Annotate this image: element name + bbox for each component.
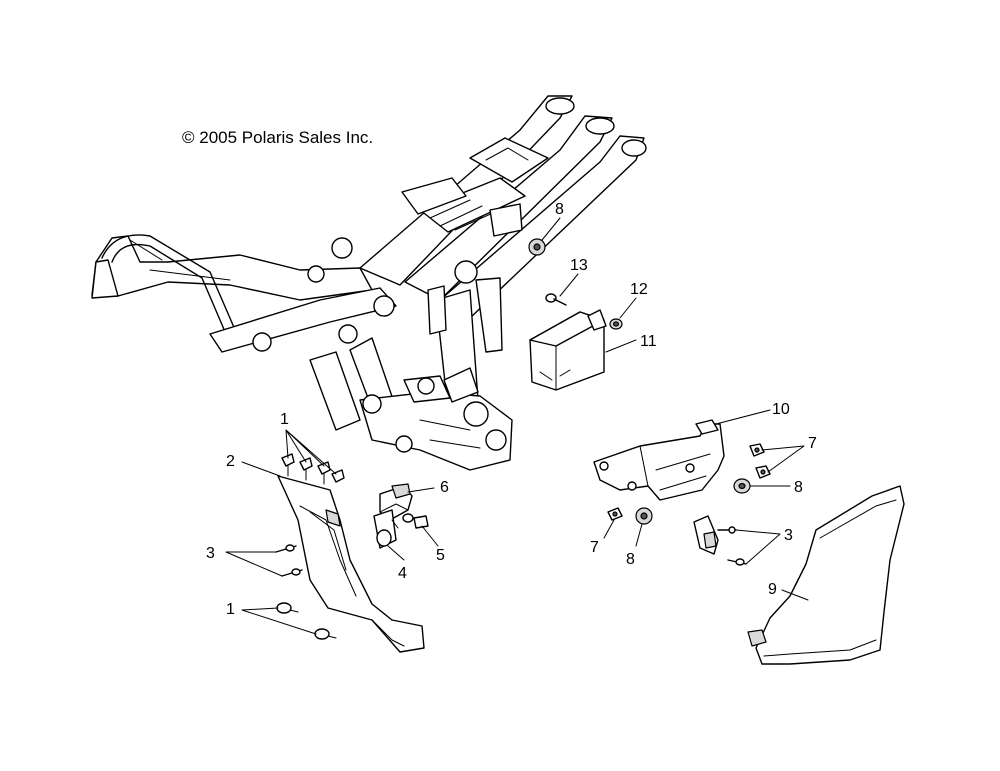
nut-part-7-lower	[607, 507, 623, 521]
side-panel-part-9	[747, 485, 905, 665]
rivets-part-3-left	[275, 544, 303, 577]
callout-12: 12	[630, 281, 648, 298]
leader-lines	[225, 217, 809, 635]
callout-10: 10	[772, 401, 790, 418]
clip-part-3-right	[693, 515, 747, 566]
washer-part-8-lower	[635, 507, 653, 525]
callout-7-right: 7	[808, 435, 817, 452]
mounting-bracket-part-10	[593, 419, 725, 501]
nut-part-5	[402, 513, 429, 529]
control-module-part-11	[529, 309, 607, 391]
callout-6: 6	[440, 479, 449, 496]
bolt-part-13	[545, 293, 567, 306]
callout-8-top: 8	[555, 201, 564, 218]
callout-5: 5	[436, 547, 445, 564]
callout-1-upper: 1	[280, 411, 289, 428]
washer-part-8-top	[528, 238, 546, 256]
callout-1-lower: 1	[226, 601, 235, 618]
bracket-part-4	[373, 509, 399, 549]
washer-part-8-right	[733, 478, 751, 494]
callout-2: 2	[226, 453, 235, 470]
side-cover-part-2	[277, 475, 425, 653]
callout-9: 9	[768, 581, 777, 598]
callout-4: 4	[398, 565, 407, 582]
frame-assembly	[91, 95, 647, 471]
callout-7-lower: 7	[590, 539, 599, 556]
nut-part-12	[609, 318, 623, 330]
callout-11: 11	[640, 333, 657, 350]
callout-3-left: 3	[206, 545, 215, 562]
callout-3-right: 3	[784, 527, 793, 544]
callout-13: 13	[570, 257, 588, 274]
callout-8-lower: 8	[626, 551, 635, 568]
copyright-notice: © 2005 Polaris Sales Inc.	[182, 128, 374, 147]
callout-numbers: 8 13 12 11 1 2 3 1 6 5 4 10 7 8 7 8 3 9	[206, 201, 817, 618]
callout-8-right: 8	[794, 479, 803, 496]
push-clips-part-1-lower	[276, 602, 337, 640]
nuts-part-7-right	[749, 443, 771, 479]
